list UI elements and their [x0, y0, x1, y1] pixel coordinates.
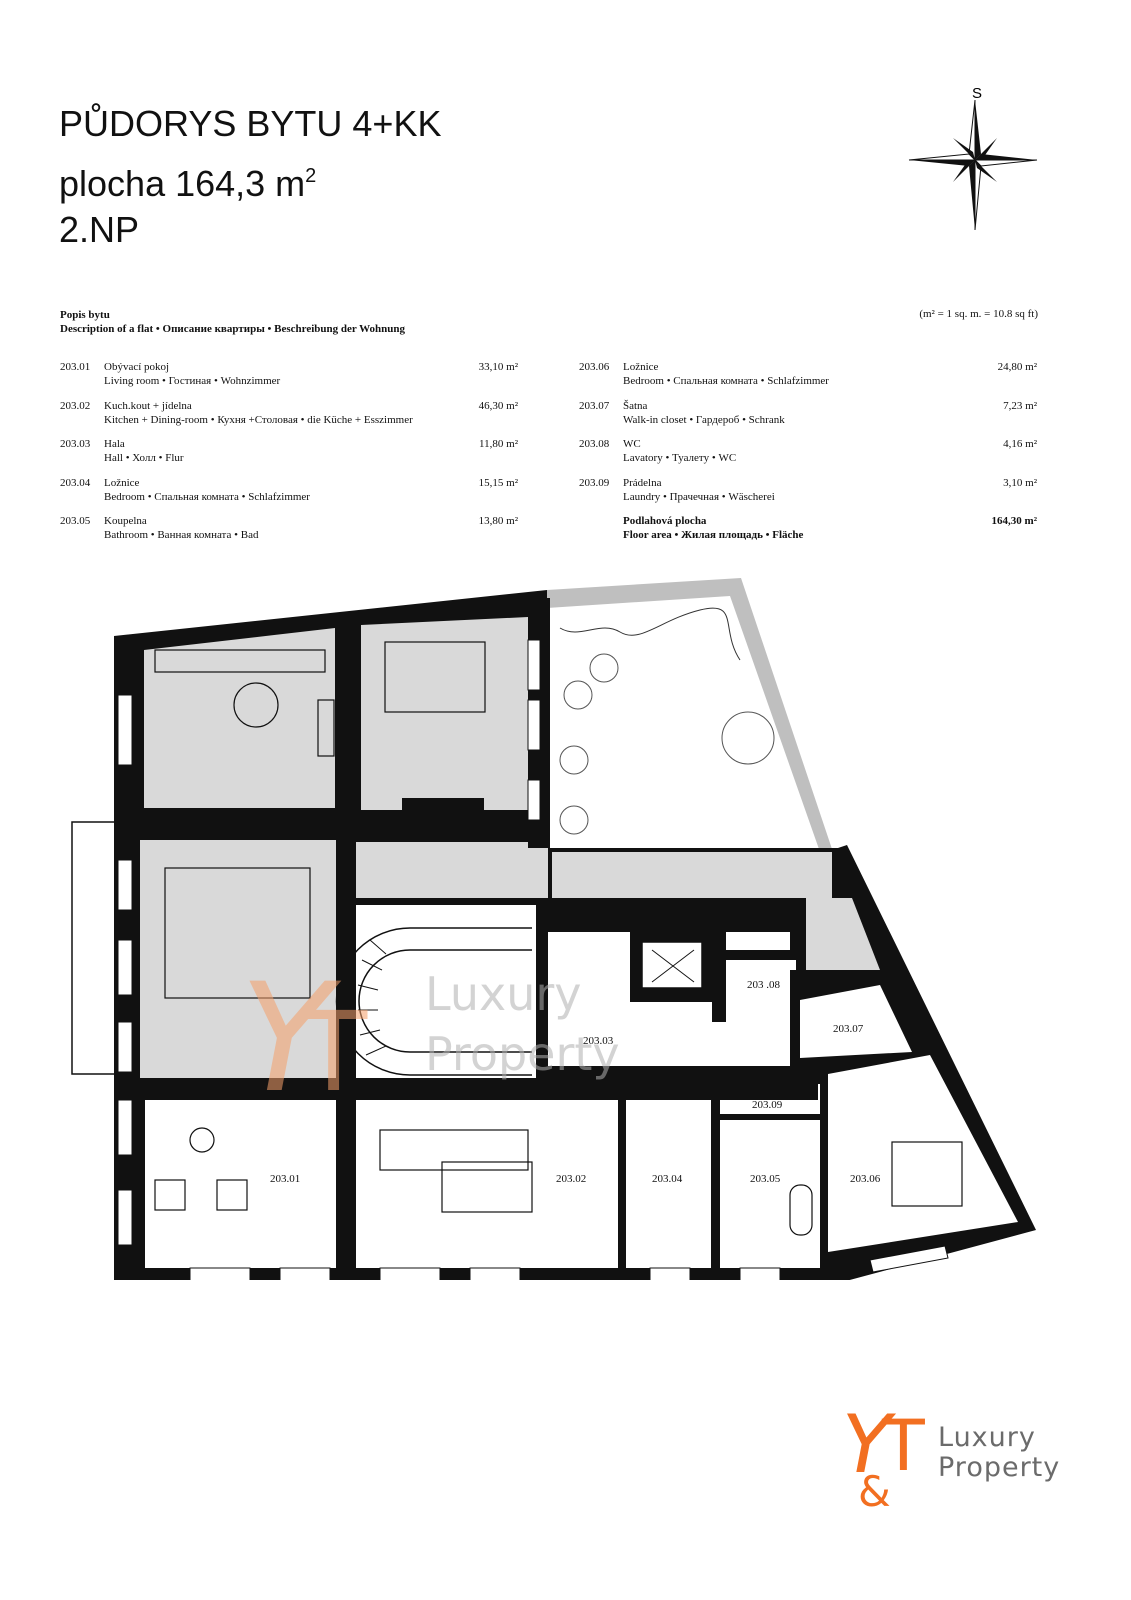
room-203-04-fill — [626, 1082, 711, 1268]
elevator — [641, 941, 703, 989]
room-label-203-04: 203.04 — [652, 1173, 683, 1185]
description-title: Popis bytu — [60, 309, 110, 321]
room-label-203-06: 203.06 — [850, 1173, 881, 1185]
room-label-203-01: 203.01 — [270, 1173, 300, 1185]
room-label-203-08: 203 .08 — [747, 979, 781, 991]
room-203-06-fill — [828, 1055, 1018, 1252]
svg-text:T: T — [881, 1405, 925, 1487]
logo-line1: Luxury — [938, 1422, 1036, 1453]
floor-title: 2.NP — [59, 209, 140, 250]
terrace-rail — [547, 578, 833, 852]
svg-text:Y: Y — [842, 1398, 897, 1491]
bedroom-north — [361, 617, 528, 816]
room-label-203-03: 203.03 — [583, 1035, 614, 1047]
corridor-a — [356, 842, 548, 898]
svg-text:Y: Y — [240, 952, 342, 1126]
kitchen-north — [144, 628, 335, 808]
corridor-c — [806, 898, 880, 970]
corridor-b — [552, 852, 832, 898]
room-label-203-09: 203.09 — [752, 1099, 783, 1111]
hall-upper-fill — [545, 932, 630, 1002]
compass-label: S — [972, 85, 982, 102]
logo-line2: Property — [938, 1452, 1061, 1483]
description-subtitle: Description of a flat • Описание квартир… — [60, 323, 405, 335]
terrace-plants — [559, 607, 775, 835]
room-label-203-05: 203.05 — [750, 1173, 781, 1185]
floor-plan: 203.01 203.02 203.03 203.04 203.05 203.0… — [71, 578, 1036, 1280]
room-203-05-fill — [718, 1120, 820, 1268]
room-203-03-fill — [545, 1002, 790, 1066]
room-label-203-07: 203.07 — [833, 1023, 864, 1035]
room-203-01-fill — [145, 1087, 339, 1268]
living-north — [140, 840, 336, 1078]
unit-conversion: (m² = 1 sq. m. = 10.8 sq ft) — [919, 308, 1038, 320]
svg-text:T: T — [299, 988, 368, 1116]
room-203-02-fill — [356, 1100, 618, 1268]
windows — [117, 639, 949, 1280]
area-title: plocha 164,3 m2 — [59, 163, 317, 204]
watermark-line2: Property — [425, 1027, 620, 1081]
compass-rose-icon: S — [908, 85, 1038, 230]
room-label-203-02: 203.02 — [556, 1173, 586, 1185]
watermark: Y T Luxury Property — [240, 952, 620, 1126]
brand-logo: Y T & — [842, 1398, 925, 1512]
plan-title: PŮDORYS BYTU 4+KK — [59, 103, 442, 144]
furniture — [154, 641, 963, 1236]
room-203-07-fill — [800, 985, 912, 1058]
svg-text:&: & — [858, 1467, 891, 1512]
watermark-line1: Luxury — [425, 967, 582, 1021]
balcony-left — [71, 821, 119, 1075]
description-header: Popis bytu Description of a flat • Описа… — [60, 308, 405, 336]
staircase — [335, 905, 536, 1085]
